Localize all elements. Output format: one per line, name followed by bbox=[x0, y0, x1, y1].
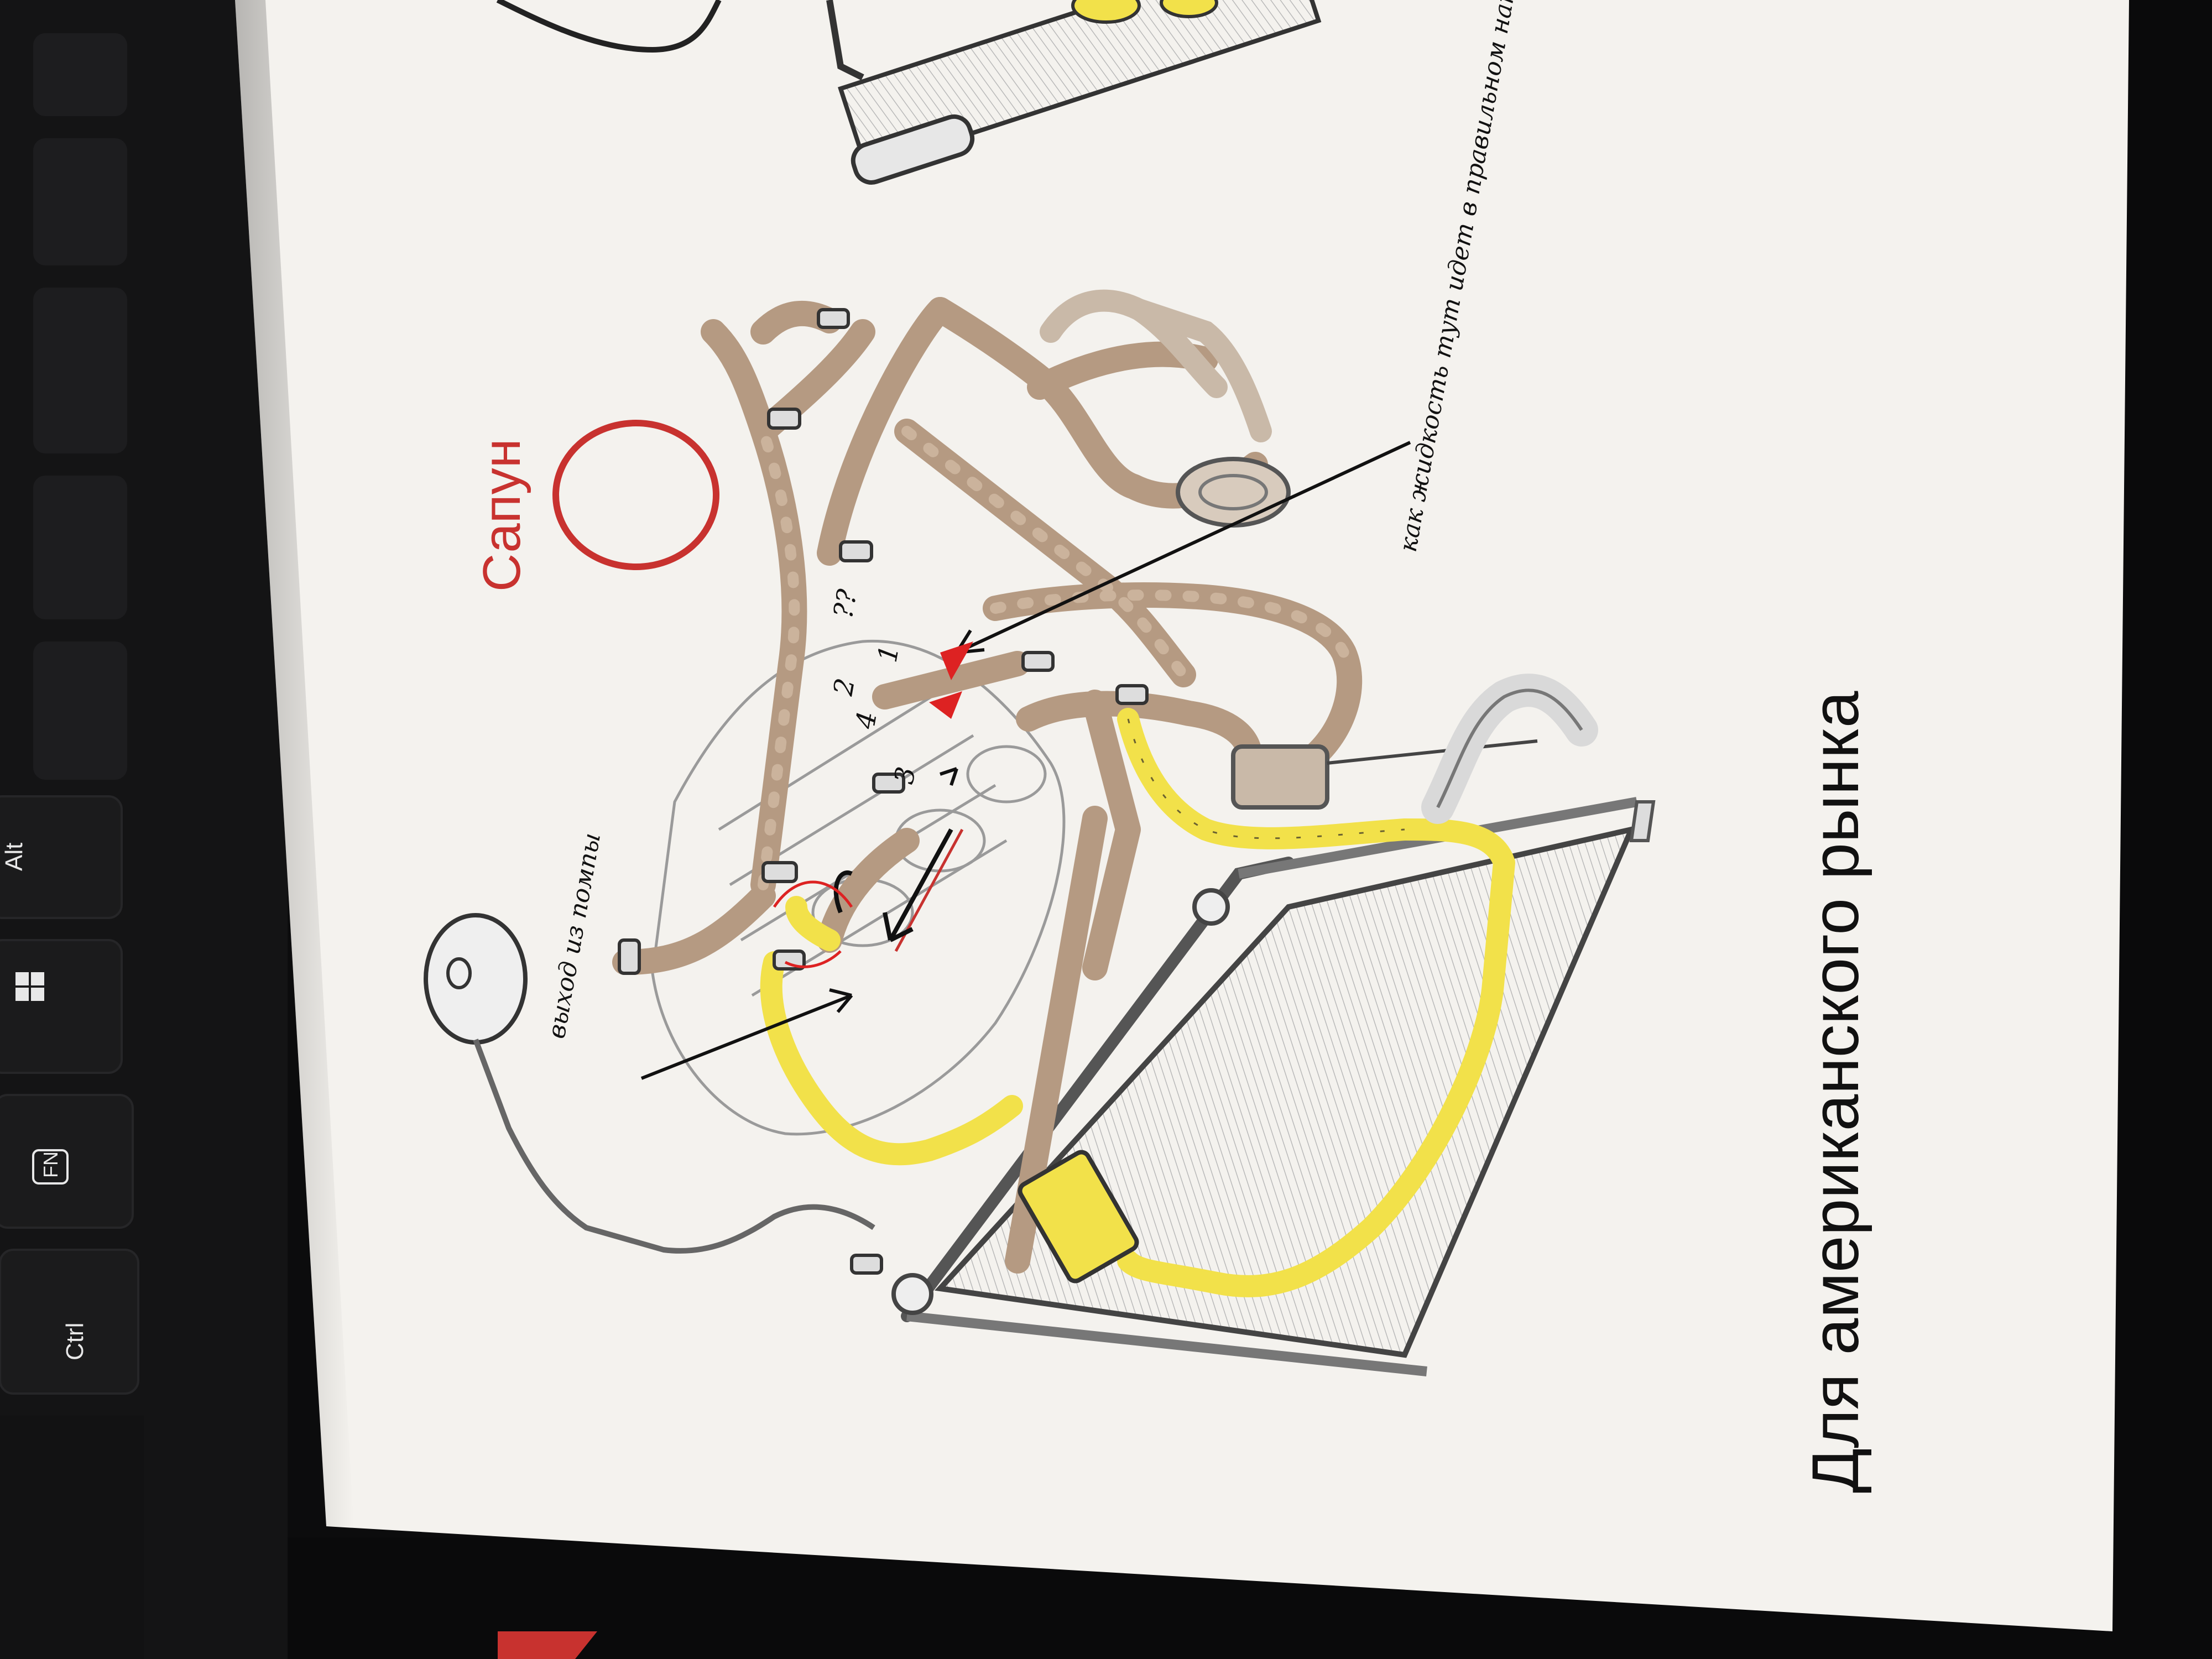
cooling-system-diagram bbox=[424, 289, 1656, 1376]
breather-label: Сапун bbox=[472, 439, 531, 592]
key-fn[interactable]: FN bbox=[0, 1094, 134, 1229]
desk-right bbox=[2112, 0, 2212, 1659]
black-curve-arrow bbox=[833, 870, 853, 914]
hoses-brown-inner bbox=[758, 426, 1349, 890]
thermostat-housing bbox=[1231, 744, 1329, 810]
oil-cooler bbox=[1018, 1150, 1139, 1284]
upper-tubes bbox=[1040, 289, 1272, 442]
page-title: Для американского рынка bbox=[1798, 691, 1872, 1493]
key-alt[interactable]: Alt bbox=[0, 795, 123, 919]
key-fn-label: FN bbox=[39, 1151, 62, 1178]
pointer-line-main bbox=[956, 441, 1411, 654]
key-alt-label: Alt bbox=[1, 843, 28, 871]
top-diagram-fragment bbox=[496, 0, 1322, 185]
annotation-question-short: ?? bbox=[828, 587, 863, 620]
expansion-tank bbox=[424, 913, 875, 1254]
key-windows[interactable] bbox=[0, 939, 123, 1074]
keyboard: Alt FN Ctrl bbox=[0, 0, 288, 1659]
red-object bbox=[498, 1631, 597, 1659]
windows-logo-icon bbox=[15, 972, 44, 1001]
hose-clamps bbox=[618, 308, 1149, 1275]
key-ctrl-label: Ctrl bbox=[61, 1323, 88, 1360]
pointer-line-pump bbox=[640, 994, 853, 1080]
key-ctrl[interactable]: Ctrl bbox=[0, 1249, 139, 1395]
breather-callout: Сапун bbox=[472, 420, 719, 592]
key-row-top bbox=[33, 33, 127, 780]
heater-core-coil bbox=[1176, 457, 1291, 528]
red-flow-arrow bbox=[940, 641, 973, 680]
